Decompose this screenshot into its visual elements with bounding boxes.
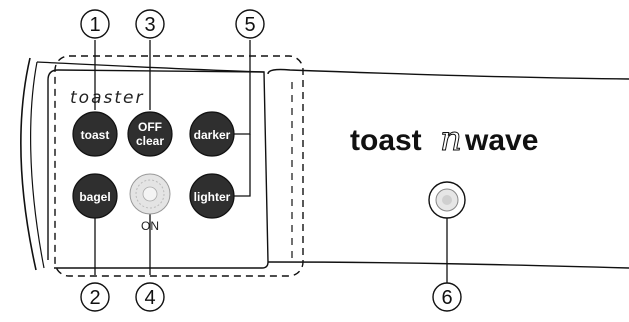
callout-3: 3 xyxy=(135,9,165,39)
appliance-left-edge xyxy=(20,57,37,271)
lighter-button-label: lighter xyxy=(194,190,231,204)
callout-5: 5 xyxy=(235,9,265,39)
on-indicator-light: ON xyxy=(129,173,171,233)
leader-5-bottom xyxy=(234,134,251,197)
lighter-button[interactable]: lighter xyxy=(189,173,235,219)
wave-panel-button[interactable] xyxy=(428,181,466,219)
on-label: ON xyxy=(141,219,159,233)
bagel-button-label: bagel xyxy=(79,190,110,204)
brand-logo: toast n wave xyxy=(350,119,538,160)
leader-5-top xyxy=(234,40,251,135)
brand-right: wave xyxy=(464,124,538,157)
callout-2: 2 xyxy=(80,282,110,312)
callout-leaders xyxy=(94,40,448,290)
brand-middle: n xyxy=(440,119,462,159)
wave-panel-bottom-edge xyxy=(267,261,629,269)
callout-1: 1 xyxy=(80,9,110,39)
callout-number: 5 xyxy=(244,14,255,36)
appliance-left-edge-inner xyxy=(30,61,45,269)
darker-button[interactable]: darker xyxy=(189,111,235,157)
callout-number: 3 xyxy=(144,14,155,36)
callout-6: 6 xyxy=(432,282,462,312)
wave-panel-top-edge xyxy=(267,68,629,80)
callout-number: 1 xyxy=(89,14,100,36)
off-button-label: OFF xyxy=(138,120,162,134)
panel-title: toaster xyxy=(70,88,144,108)
callout-number: 4 xyxy=(144,287,155,309)
callout-4: 4 xyxy=(135,282,165,312)
clear-button-label: clear xyxy=(136,134,164,148)
toast-button[interactable]: toast xyxy=(72,111,118,157)
off-clear-button[interactable]: OFF clear xyxy=(127,111,173,157)
bagel-button[interactable]: bagel xyxy=(72,173,118,219)
toaster-panel-dashed-outline xyxy=(54,55,304,277)
darker-button-label: darker xyxy=(194,128,231,142)
callout-number: 6 xyxy=(441,287,452,309)
callout-number: 2 xyxy=(89,287,100,309)
toast-button-label: toast xyxy=(81,128,110,142)
toaster-panel-border xyxy=(47,69,269,269)
brand-left: toast xyxy=(350,124,422,157)
